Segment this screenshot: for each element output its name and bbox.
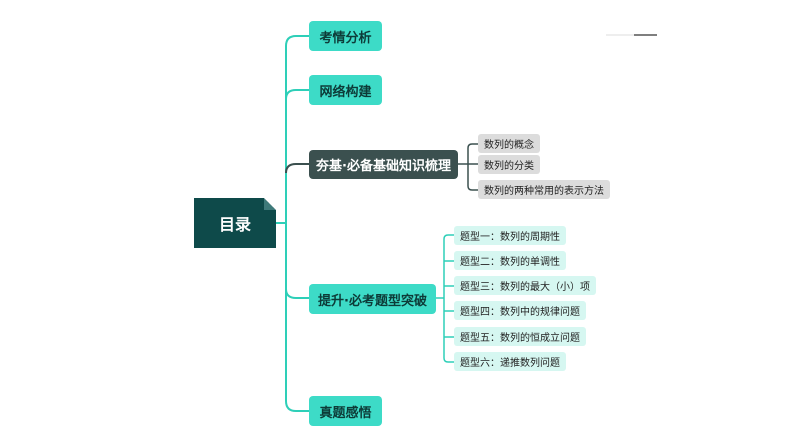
leaf-label: 数列的分类 <box>484 161 534 172</box>
leaf-label: 题型一：数列的周期性 <box>460 232 560 243</box>
leaf-label: 数列的概念 <box>484 140 534 151</box>
leaf-label: 题型五：数列的恒成立问题 <box>460 333 580 344</box>
leaf-type-2[interactable]: 题型二：数列的单调性 <box>454 251 566 270</box>
leaf-representation[interactable]: 数列的两种常用的表示方法 <box>478 180 610 199</box>
leaf-label: 数列的两种常用的表示方法 <box>484 186 604 197</box>
root-label: 目录 <box>218 215 251 234</box>
branch-label: 夯基·必备基础知识梳理 <box>316 159 451 174</box>
leaf-label: 题型三：数列的最大（小）项 <box>460 282 590 293</box>
branch-question-types[interactable]: 提升·必考题型突破 <box>309 284 436 314</box>
leaf-type-4[interactable]: 题型四：数列中的规律问题 <box>454 301 586 320</box>
branch-network-build[interactable]: 网络构建 <box>309 75 382 105</box>
page-fold-cut <box>264 198 276 210</box>
branch-label: 真题感悟 <box>319 405 372 421</box>
root-node[interactable]: 目录 <box>194 198 276 248</box>
branch-label: 提升·必考题型突破 <box>318 293 427 309</box>
leaf-label: 题型四：数列中的规律问题 <box>460 307 580 318</box>
branch-exam-analysis[interactable]: 考情分析 <box>309 21 382 51</box>
branch-basic-knowledge[interactable]: 夯基·必备基础知识梳理 <box>309 150 458 179</box>
leaf-type-5[interactable]: 题型五：数列的恒成立问题 <box>454 327 586 346</box>
branch-label: 考情分析 <box>319 30 372 46</box>
leaf-type-1[interactable]: 题型一：数列的周期性 <box>454 226 566 245</box>
leaf-type-3[interactable]: 题型三：数列的最大（小）项 <box>454 276 596 295</box>
leaf-type-6[interactable]: 题型六：递推数列问题 <box>454 352 566 371</box>
branch-real-exam[interactable]: 真题感悟 <box>309 396 382 426</box>
leaf-label: 题型二：数列的单调性 <box>460 257 560 268</box>
leaf-classification[interactable]: 数列的分类 <box>478 155 540 174</box>
branch-label: 网络构建 <box>319 84 372 100</box>
leaf-label: 题型六：递推数列问题 <box>460 358 560 369</box>
leaf-concept[interactable]: 数列的概念 <box>478 134 540 153</box>
